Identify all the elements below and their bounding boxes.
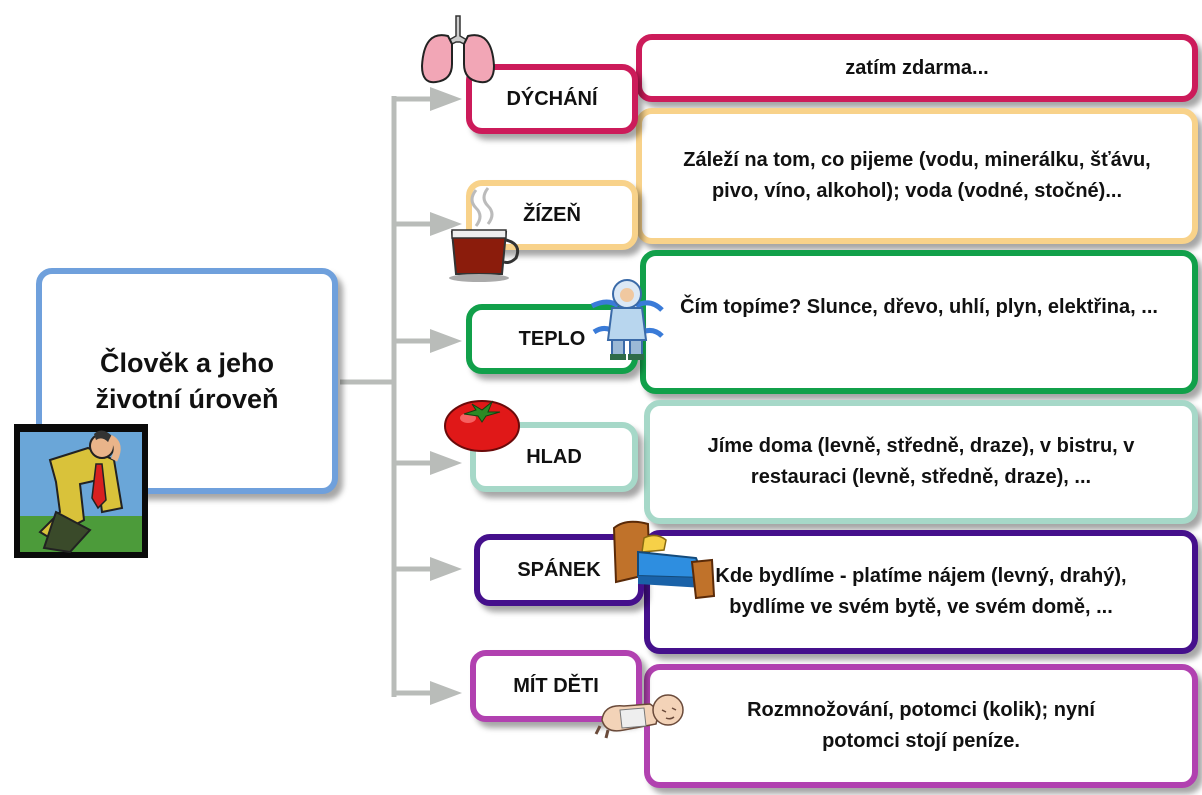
description-box-dychani: zatím zdarma... [636, 34, 1198, 102]
description-text-mit-deti: Rozmnožování, potomci (kolik); nyní poto… [747, 699, 1095, 752]
category-label-teplo: TEPLO [518, 327, 586, 350]
arrowhead-zizen [430, 212, 462, 236]
category-label-zizen: ŽÍZEŇ [523, 203, 581, 226]
arrowhead-teplo [430, 329, 462, 353]
lungs-icon [420, 15, 496, 84]
category-label-hlad: HLAD [526, 445, 582, 468]
tomato-icon [444, 400, 520, 452]
tea-cup-icon [449, 187, 520, 282]
description-box-hlad: Jíme doma (levně, středně, draze), v bis… [644, 400, 1198, 524]
arrowhead-mit-deti [430, 681, 462, 705]
freezing-person-icon [590, 279, 664, 360]
description-box-mit-deti: Rozmnožování, potomci (kolik); nyní poto… [644, 664, 1198, 788]
baby-icon [594, 694, 684, 739]
bed-icon [612, 520, 716, 600]
main-topic-title: Člověk a jeho životní úroveň [95, 348, 279, 414]
description-text-hlad: Jíme doma (levně, středně, draze), v bis… [707, 435, 1135, 488]
category-label-mit-deti: MÍT DĚTI [513, 674, 599, 697]
category-box-dychani: DÝCHÁNÍ [466, 64, 638, 134]
arrowhead-hlad [430, 451, 462, 475]
category-label-spanek: SPÁNEK [517, 558, 601, 581]
description-text-spanek: Kde bydlíme - platíme nájem (levný, drah… [715, 565, 1127, 618]
description-box-zizen: Záleží na tom, co pijeme (vodu, minerálk… [636, 108, 1198, 244]
description-text-zizen: Záleží na tom, co pijeme (vodu, minerálk… [683, 149, 1151, 202]
description-box-spanek: Kde bydlíme - platíme nájem (levný, drah… [644, 530, 1198, 654]
stressed-man-icon [14, 424, 148, 558]
description-box-teplo: Čím topíme? Slunce, dřevo, uhlí, plyn, e… [640, 250, 1198, 394]
category-label-dychani: DÝCHÁNÍ [506, 87, 598, 110]
arrowhead-spanek [430, 557, 462, 581]
arrowhead-dychani [430, 87, 462, 111]
description-text-teplo: Čím topíme? Slunce, dřevo, uhlí, plyn, e… [680, 296, 1158, 318]
description-text-dychani: zatím zdarma... [845, 56, 989, 79]
